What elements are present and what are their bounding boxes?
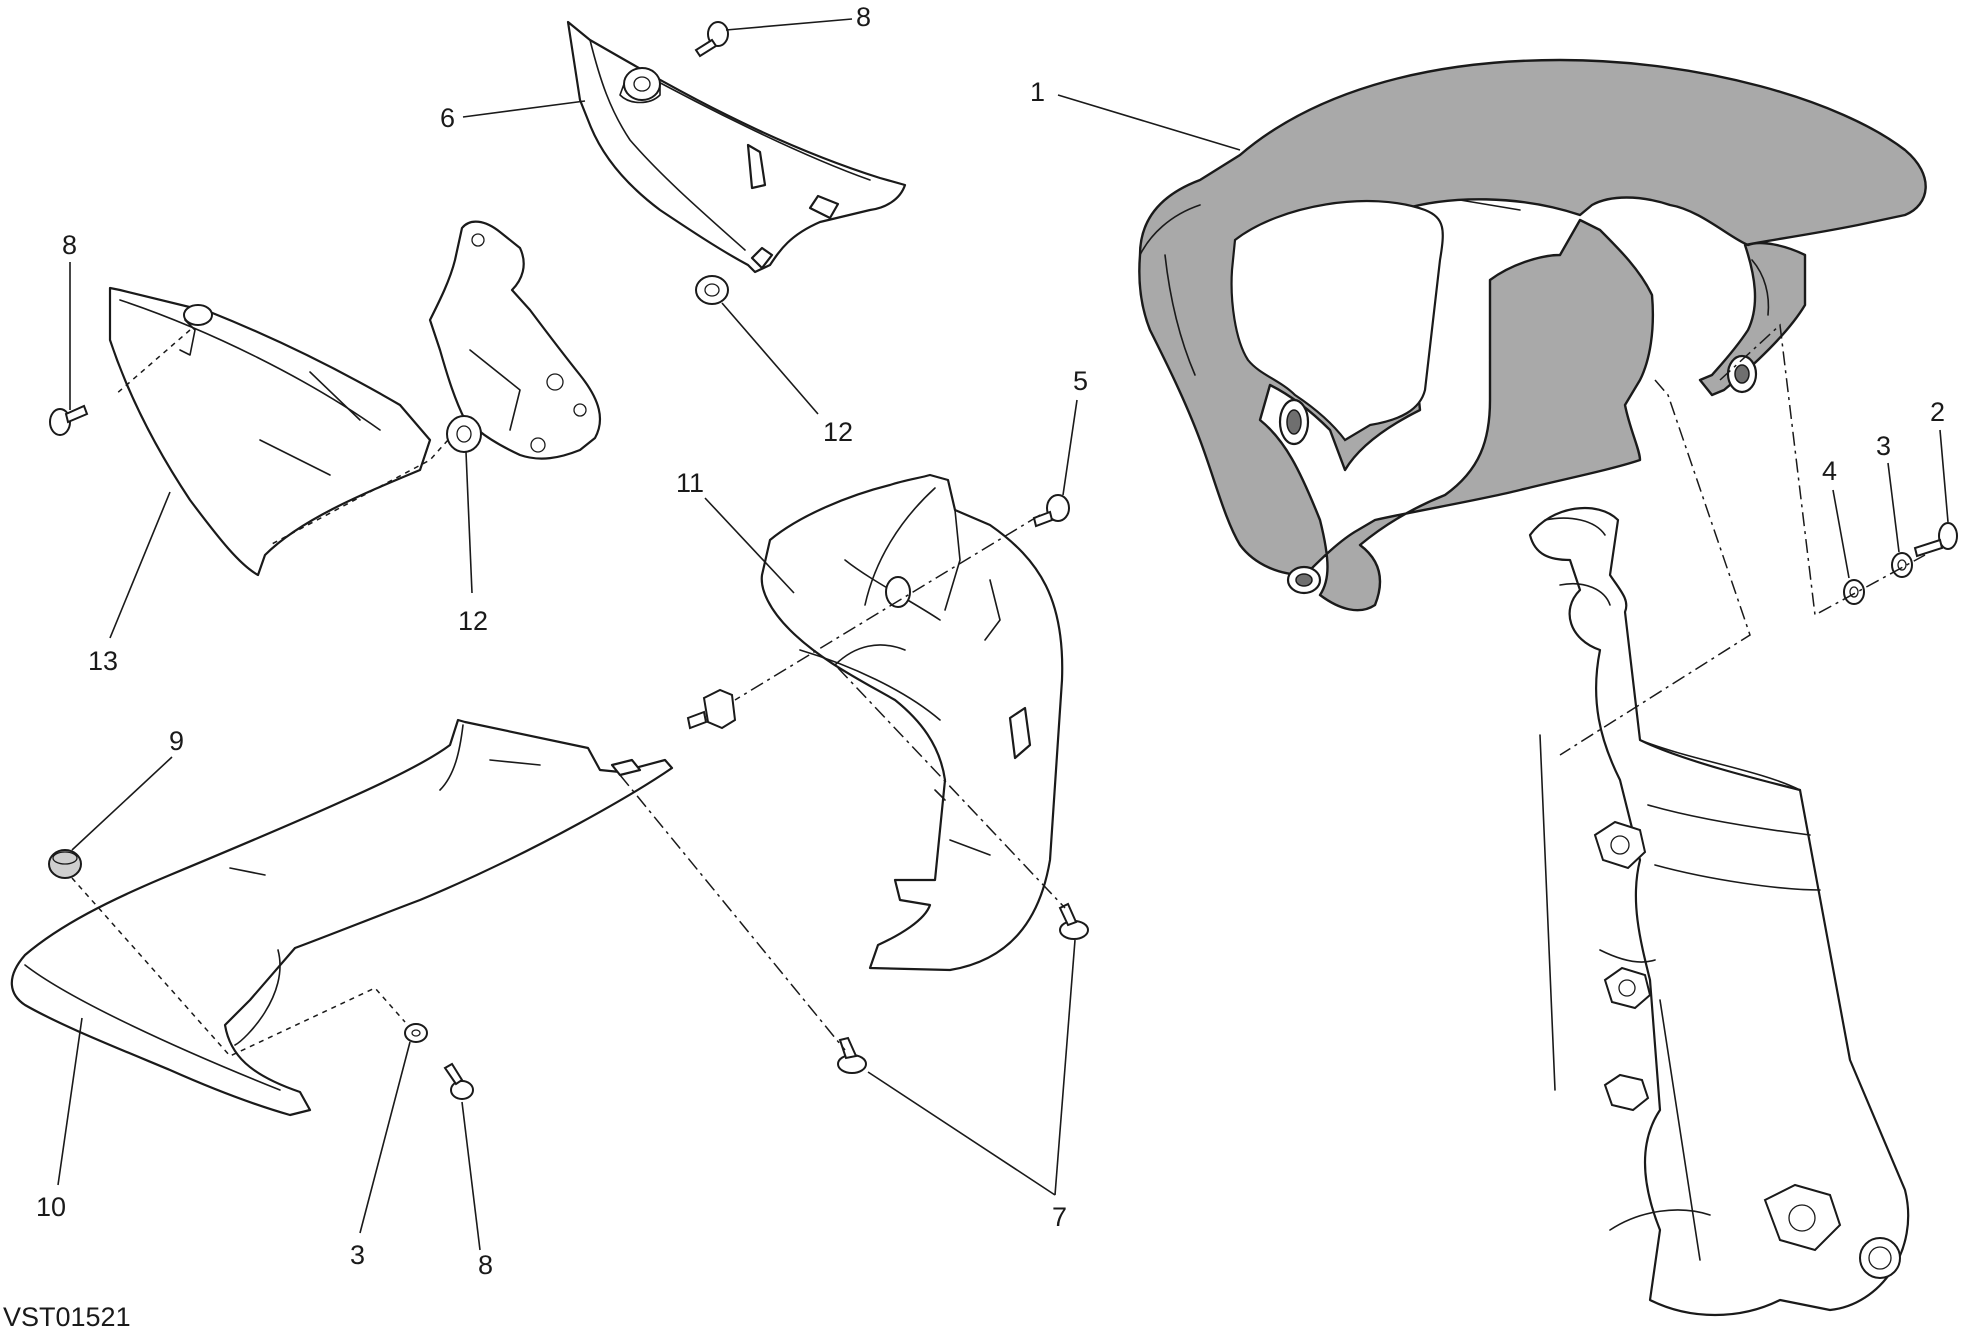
callout-12-top: 12	[823, 417, 853, 447]
washer-4	[1843, 579, 1865, 605]
callout-10: 10	[36, 1192, 66, 1222]
washer-3-right	[1891, 552, 1913, 578]
axis-mudguard-left	[1559, 379, 1751, 756]
callout-12-left: 12	[458, 606, 488, 636]
grommet-12-left	[446, 415, 482, 453]
callout-5: 5	[1073, 366, 1088, 396]
axis-10b	[619, 774, 846, 1051]
callout-3-bottom: 3	[350, 1240, 365, 1270]
axis-11	[734, 514, 1041, 701]
screw-7-right	[1058, 902, 1089, 940]
callout-6: 6	[440, 103, 455, 133]
axis-mudguard-right	[1719, 323, 1926, 617]
callout-7: 7	[1052, 1202, 1067, 1232]
callout-4: 4	[1822, 456, 1837, 486]
screw-8-bottom	[443, 1062, 474, 1100]
screw-2	[1913, 522, 1958, 558]
axis-13	[114, 329, 191, 396]
callout-9: 9	[169, 726, 184, 756]
callout-2: 2	[1930, 397, 1945, 427]
grommet-9	[48, 849, 82, 879]
axis-7	[837, 667, 1066, 909]
callout-8-top: 8	[856, 2, 871, 32]
front-mudguard	[1138, 58, 1927, 612]
drawing-code: VST01521	[3, 1302, 131, 1332]
screw-8-top	[694, 21, 729, 58]
screw-5	[1032, 494, 1070, 528]
mounting-bracket	[428, 220, 602, 460]
lower-side-panel-10	[10, 718, 674, 1117]
callout-3-right: 3	[1876, 431, 1891, 461]
callout-8-left: 8	[62, 230, 77, 260]
screw-8-left	[49, 404, 89, 436]
spacer-bolt	[686, 688, 737, 730]
callout-11: 11	[676, 468, 704, 498]
upper-side-cover	[566, 20, 907, 274]
washer-3-bottom	[404, 1023, 428, 1043]
leader-lines	[57, 18, 1949, 1251]
front-fork-leg	[1528, 506, 1910, 1317]
side-cover-13	[108, 286, 432, 577]
callout-1: 1	[1030, 77, 1045, 107]
fairing-panel-11	[760, 473, 1064, 972]
grommet-12-top	[695, 275, 729, 305]
callout-13: 13	[88, 646, 118, 676]
callout-8-bottom: 8	[478, 1250, 493, 1280]
axis-10	[71, 877, 406, 1057]
screw-7-bottom	[837, 1036, 867, 1074]
